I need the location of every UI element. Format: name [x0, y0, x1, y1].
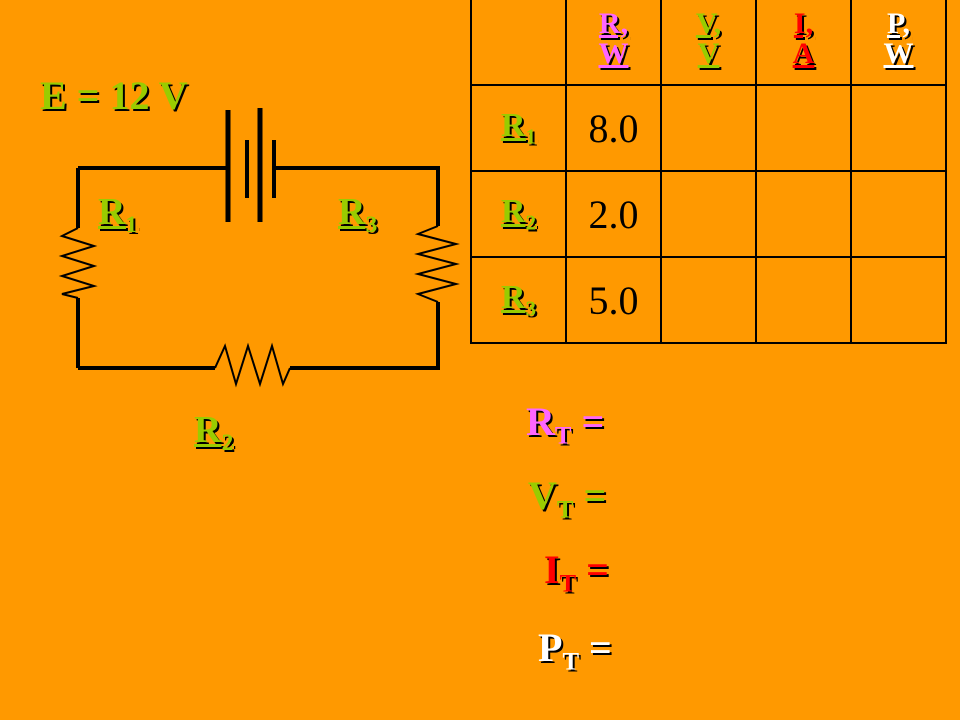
cell-r2-voltage: [660, 170, 757, 258]
cell-r2-power: [850, 170, 947, 258]
header-power: P,W: [850, 0, 947, 86]
cell-r3-current: [755, 256, 852, 344]
resistor-r3-icon: [414, 225, 460, 303]
values-table: R,W V,V I,A P,W R1 8.0 R2 2.0 R3 5.0: [470, 0, 947, 344]
row-label-r3: R3: [470, 256, 567, 344]
table-row: R3 5.0: [470, 256, 947, 344]
resistor-r2-icon: [214, 342, 291, 388]
cell-r2-resistance: 2.0: [565, 170, 662, 258]
total-current-label: IT =: [544, 547, 609, 598]
label-r3: R3: [338, 191, 378, 239]
label-r1: R1: [98, 191, 138, 239]
total-power-label: PT =: [538, 625, 612, 676]
cell-r1-power: [850, 84, 947, 172]
header-voltage: V,V: [660, 0, 757, 86]
row-label-r1: R1: [470, 84, 567, 172]
cell-r1-voltage: [660, 84, 757, 172]
cell-r2-current: [755, 170, 852, 258]
circuit-diagram: [58, 108, 460, 388]
total-voltage-label: VT =: [528, 473, 607, 524]
cell-r3-resistance: 5.0: [565, 256, 662, 344]
label-r2: R2: [194, 409, 234, 457]
total-resistance-label: RT =: [526, 399, 605, 450]
source-voltage-label: E = 12 V: [40, 73, 188, 118]
cell-r3-power: [850, 256, 947, 344]
cell-r1-current: [755, 84, 852, 172]
resistor-r1-icon: [58, 227, 98, 299]
table-row: R2 2.0: [470, 170, 947, 258]
header-resistance: R,W: [565, 0, 662, 86]
cell-r3-voltage: [660, 256, 757, 344]
battery-icon: [225, 108, 276, 222]
row-label-r2: R2: [470, 170, 567, 258]
table-corner-cell: [470, 0, 567, 86]
table-header-row: R,W V,V I,A P,W: [470, 0, 947, 86]
header-current: I,A: [755, 0, 852, 86]
cell-r1-resistance: 8.0: [565, 84, 662, 172]
table-row: R1 8.0: [470, 84, 947, 172]
